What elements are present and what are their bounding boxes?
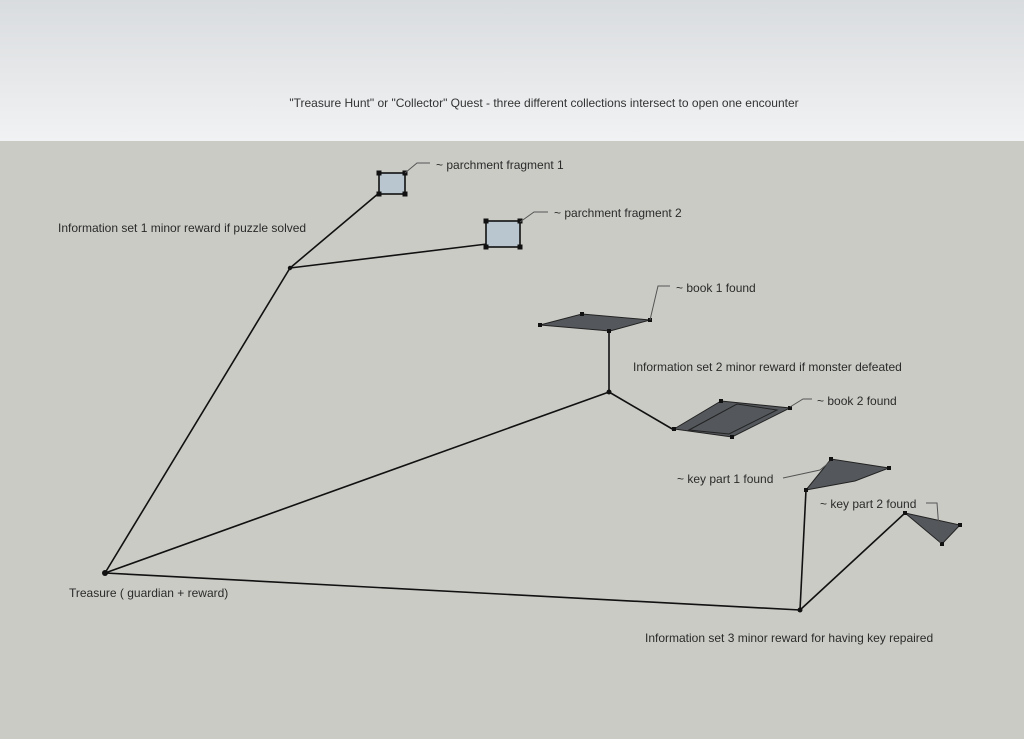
edge-set2-to-book-2	[608, 391, 675, 431]
book-1-label: ~ book 1 found	[676, 281, 756, 295]
edge-treasure-to-set2	[104, 391, 610, 574]
key-part-1-icon	[804, 457, 891, 492]
diagram-title: "Treasure Hunt" or "Collector" Quest - t…	[289, 96, 798, 110]
set3-hub-node	[797, 607, 803, 613]
parchment-fragment-2-icon	[483, 218, 523, 250]
key-part-1-leader	[782, 460, 832, 479]
set1-hub-node	[287, 265, 293, 271]
edge-set3-to-key-part-2	[799, 512, 906, 611]
key-part-1-label: ~ key part 1 found	[677, 472, 773, 486]
key-part-2-leader	[926, 502, 941, 544]
key-part-2-label: ~ key part 2 found	[820, 497, 916, 511]
sky-background	[0, 0, 1024, 141]
parchment-fragment-2-leader	[519, 211, 548, 223]
key-part-2-icon	[903, 511, 962, 546]
edge-treasure-to-set1	[104, 267, 291, 574]
edge-treasure-to-set3	[104, 572, 801, 611]
information-set-1-label: Information set 1 minor reward if puzzle…	[58, 221, 306, 235]
information-set-2-label: Information set 2 minor reward if monste…	[633, 360, 902, 374]
parchment-fragment-1-icon	[376, 170, 408, 197]
book-1-leader	[649, 285, 670, 321]
quest-edges	[104, 192, 906, 611]
treasure-label: Treasure ( guardian + reward)	[69, 586, 228, 600]
book-2-icon	[672, 399, 792, 439]
parchment-fragment-1-label: ~ parchment fragment 1	[436, 158, 564, 172]
information-set-3-label: Information set 3 minor reward for havin…	[645, 631, 933, 645]
treasure-node	[102, 570, 108, 576]
parchment-fragment-1-leader	[404, 162, 430, 174]
edge-set1-to-parchment-2	[289, 243, 488, 269]
edge-set3-to-key-part-1	[799, 489, 807, 611]
parchment-fragment-2-label: ~ parchment fragment 2	[554, 206, 682, 220]
book-2-label: ~ book 2 found	[817, 394, 897, 408]
quest-nodes	[102, 265, 803, 613]
book-2-leader	[789, 398, 812, 408]
edge-set1-to-parchment-1	[289, 192, 380, 269]
set2-hub-node	[606, 389, 612, 395]
